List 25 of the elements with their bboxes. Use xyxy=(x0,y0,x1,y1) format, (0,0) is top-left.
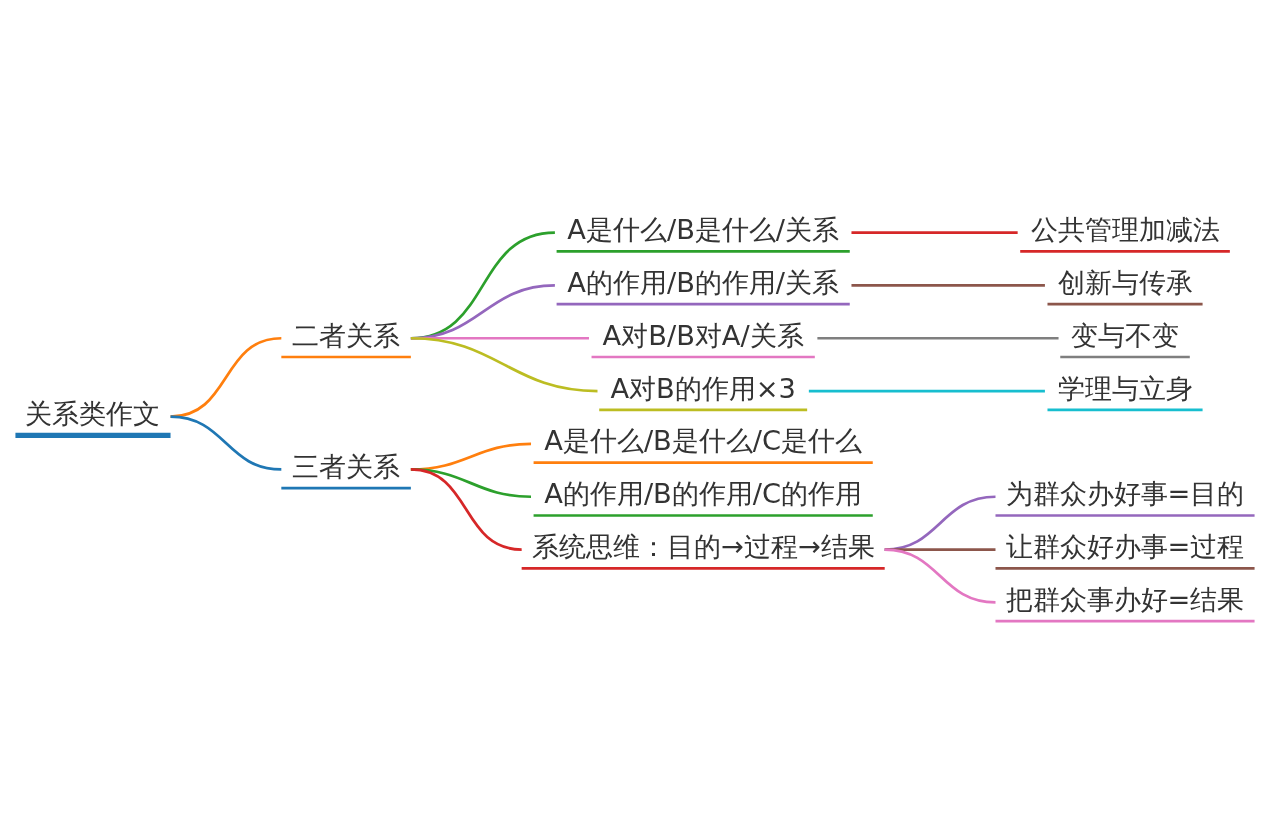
node-text: A是什么/B是什么/C是什么 xyxy=(544,425,863,457)
connector xyxy=(851,284,1045,287)
node-text: 让群众好办事=过程 xyxy=(1005,531,1245,563)
node-text: A对B/B对A/关系 xyxy=(602,319,804,351)
node-text: 创新与传承 xyxy=(1057,266,1193,298)
connector xyxy=(884,548,996,604)
node-text: 系统思维：目的→过程→结果 xyxy=(531,531,875,563)
node-text: 为群众办好事=目的 xyxy=(1005,478,1245,510)
node-text: 关系类作文 xyxy=(25,398,161,430)
connector xyxy=(410,468,522,551)
node-text: A是什么/B是什么/关系 xyxy=(567,214,840,246)
node-text: 公共管理加减法 xyxy=(1030,214,1220,246)
node-text: 把群众事办好=结果 xyxy=(1005,583,1245,615)
connector xyxy=(170,415,282,471)
node-text: A对B的作用×3 xyxy=(610,372,796,404)
connector xyxy=(851,231,1018,234)
connector xyxy=(817,336,1059,340)
node-text: A的作用/B的作用/关系 xyxy=(567,266,840,298)
connector xyxy=(410,336,598,393)
connector xyxy=(808,389,1045,393)
node-text: 二者关系 xyxy=(292,319,401,351)
node-text: 学理与立身 xyxy=(1057,372,1193,404)
node-text: 变与不变 xyxy=(1071,319,1180,351)
node-text: 三者关系 xyxy=(292,450,401,482)
node-text: A的作用/B的作用/C的作用 xyxy=(544,478,863,510)
